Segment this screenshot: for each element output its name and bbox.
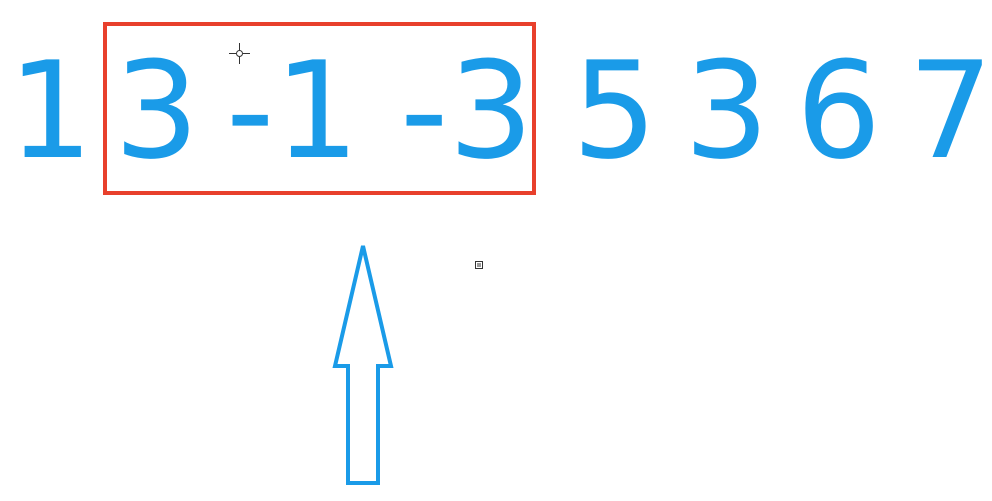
up-arrow-icon [332, 245, 394, 485]
sequence-item-7: 6 [796, 33, 882, 189]
sequence-item-6: 3 [684, 33, 770, 189]
sequence-item-1: 1 [8, 33, 94, 189]
sequence-item-5: 5 [572, 33, 658, 189]
sequence-item-8: 7 [908, 33, 992, 189]
sequence-item-2: 3 [114, 33, 200, 189]
crosshair-cursor-icon [229, 43, 250, 64]
small-square-icon [475, 261, 483, 269]
sequence-item-3: -1 [226, 33, 360, 189]
sliding-window-box [103, 22, 536, 195]
sequence-item-4: -3 [400, 33, 534, 189]
